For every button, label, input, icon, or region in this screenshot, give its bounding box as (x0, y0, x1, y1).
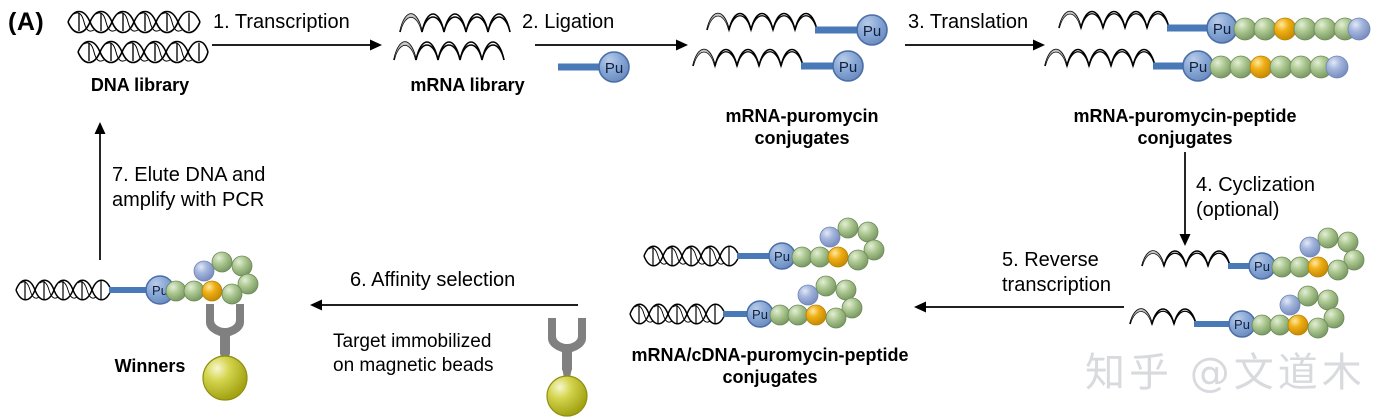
peptide-chain-cyclic (769, 275, 863, 329)
mrna-cdna-conjugate-graphic: Pu (629, 217, 885, 329)
node-mrna-library (393, 6, 528, 68)
magnetic-bead-icon (546, 375, 588, 417)
step-label-affinity-selection: 6. Affinity selection (350, 269, 516, 291)
node-dna-library (67, 6, 209, 68)
label-winners: Winners (114, 356, 186, 376)
puromycin-tag-text: Pu (605, 60, 623, 77)
svg-text:Pu: Pu (1213, 21, 1231, 38)
svg-text:Pu: Pu (1234, 317, 1250, 332)
winners-complex-graphic: Pu (15, 251, 259, 401)
magnetic-bead-icon (202, 355, 248, 401)
watermark: 知乎 @文道木 (1085, 350, 1366, 396)
label-dna-library: DNA library (90, 75, 190, 95)
label-mrna-puromycin-peptide: mRNA-puromycin-peptide conjugates (1073, 106, 1297, 148)
step-label-transcription: 1. Transcription (213, 11, 350, 33)
mrna-puromycin-graphic: Pu Pu (692, 12, 888, 82)
svg-text:Pu: Pu (1189, 59, 1207, 76)
mrna-strand-top (399, 13, 511, 33)
node-cyclized-conjugates: Pu Pu (1129, 227, 1380, 366)
arrow-elute-dna (94, 122, 106, 260)
dna-double-helix-graphic (67, 10, 209, 64)
arrow-affinity-selection (310, 299, 578, 311)
cyclized-conjugate-graphic: Pu Pu (1129, 227, 1365, 339)
arrow-transcription (212, 39, 382, 51)
peptide-chain-cyclic (1271, 227, 1365, 281)
arrow-translation (905, 39, 1045, 51)
target-on-magnetic-bead (546, 318, 588, 417)
svg-text:Pu: Pu (839, 59, 857, 76)
mrna-puromycin-peptide-graphic: Pu Pu (1044, 10, 1371, 82)
annotation-target-note: Target immobilized on magnetic beads (333, 331, 494, 376)
svg-text:Pu: Pu (1254, 259, 1270, 274)
dna-strand-bottom (77, 40, 209, 64)
peptide-chain-cyclic (791, 217, 885, 271)
step-label-translation: 3. Translation (908, 11, 1029, 33)
label-mrna-library: mRNA library (410, 75, 525, 95)
svg-text:Pu: Pu (152, 283, 168, 298)
mrna-single-strand-graphic (393, 13, 511, 61)
svg-text:Pu: Pu (774, 249, 790, 264)
step-label-reverse-transcription: 5. Reverse transcription (1002, 249, 1111, 296)
arrow-reverse-transcription (914, 301, 1124, 313)
svg-text:Pu: Pu (752, 307, 768, 322)
node-winners: Pu (10, 251, 310, 412)
peptide-chain-linear (1233, 17, 1371, 41)
step-label-elute-dna: 7. Elute DNA and amplify with PCR (112, 164, 266, 211)
peptide-chain-cyclic (165, 251, 259, 305)
mrna-strand-bottom (393, 41, 505, 61)
panel-tag: (A) (8, 8, 45, 36)
peptide-chain-linear (1209, 55, 1349, 79)
free-puromycin-linker: Pu (558, 51, 630, 83)
step-label-cyclization: 4. Cyclization (optional) (1196, 174, 1315, 221)
step-label-ligation: 2. Ligation (522, 11, 615, 33)
node-mrna-puromycin-peptide: Pu Pu (1044, 6, 1375, 98)
target-receptor-icon (548, 318, 586, 382)
dna-strand-top (67, 10, 201, 34)
label-mrna-puromycin: mRNA-puromycin conjugates (725, 106, 879, 148)
svg-text:Pu: Pu (863, 23, 881, 40)
node-mrna-cdna-puromycin-peptide: Pu (629, 217, 910, 360)
node-mrna-puromycin: Pu Pu (692, 8, 893, 96)
arrow-cyclization (1179, 152, 1191, 246)
peptide-chain-cyclic (1251, 285, 1345, 339)
label-mrna-cdna-puromycin-peptide: mRNA/cDNA-puromycin-peptide conjugates (631, 345, 909, 387)
